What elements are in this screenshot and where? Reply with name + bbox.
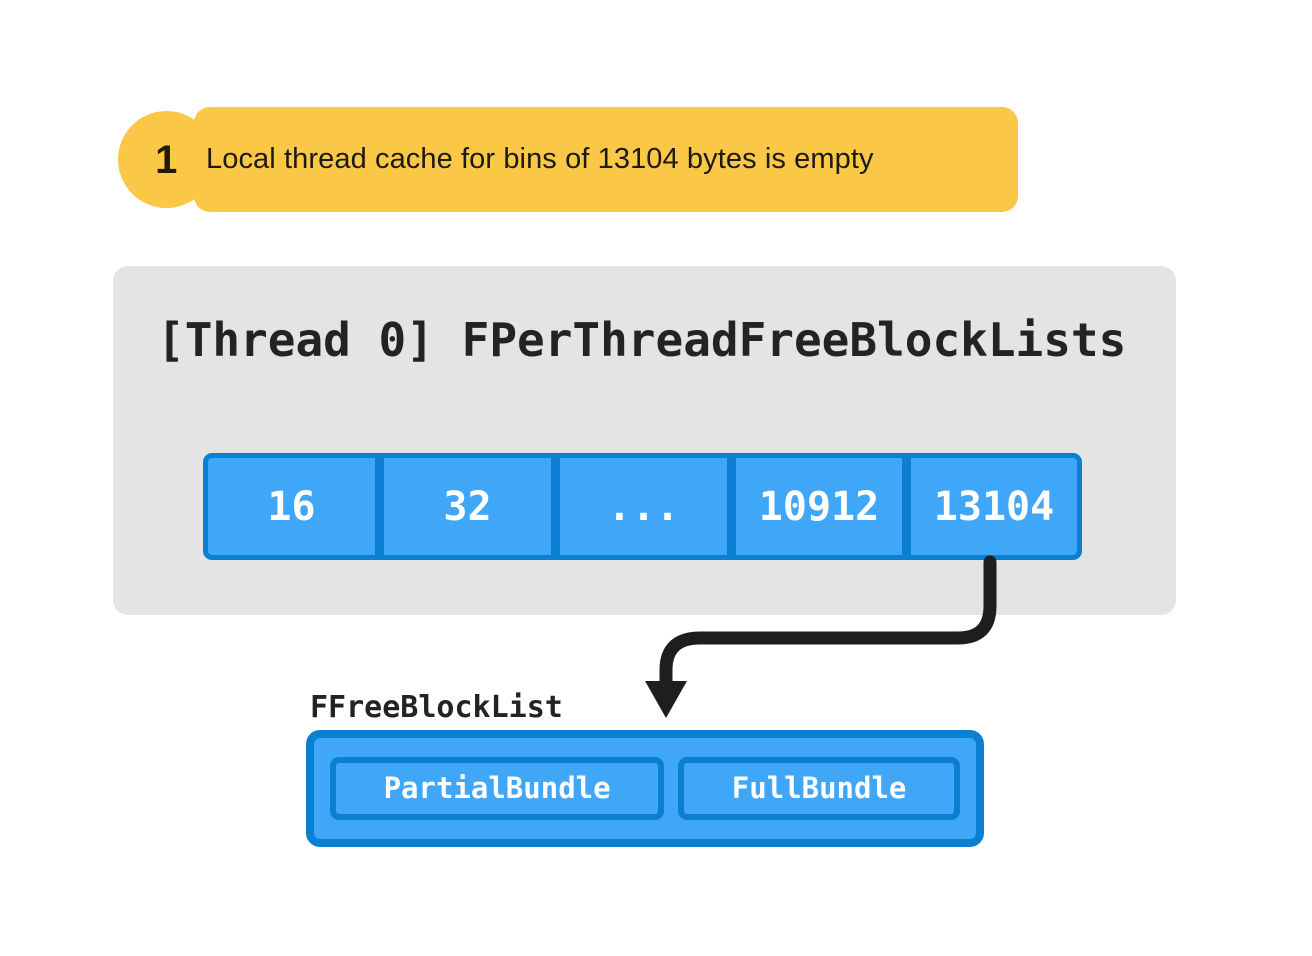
per-thread-free-block-lists-panel: [Thread 0] FPerThreadFreeBlockLists 16 32…	[113, 266, 1176, 615]
bundle-box-fullbundle[interactable]: FullBundle	[678, 757, 960, 820]
bin-cell-10912[interactable]: 10912	[731, 453, 907, 560]
step-description-label: Local thread cache for bins of 13104 byt…	[206, 143, 874, 175]
step-number-badge: 1	[118, 111, 215, 208]
bin-cell-13104[interactable]: 13104	[906, 453, 1082, 560]
step-banner-background	[194, 107, 1018, 212]
bundle-label: PartialBundle	[383, 771, 611, 805]
bin-cell-label: 16	[267, 483, 316, 530]
bin-cell-ellipsisellipsisellipsis[interactable]: ...	[555, 453, 732, 560]
bin-cell-label: ...	[607, 483, 680, 530]
free-block-list-box: PartialBundle FullBundle	[306, 730, 984, 847]
panel-title: [Thread 0] FPerThreadFreeBlockLists	[157, 313, 1127, 367]
step-number-label: 1	[155, 137, 178, 182]
bin-cell-32[interactable]: 32	[379, 453, 556, 560]
bin-cell-label: 13104	[933, 483, 1055, 530]
bin-cell-label: 10912	[758, 483, 880, 530]
bundle-box-partialbundle[interactable]: PartialBundle	[330, 757, 665, 820]
bin-cell-label: 32	[443, 483, 492, 530]
bundle-label: FullBundle	[731, 771, 907, 805]
bin-cell-16[interactable]: 16	[203, 453, 380, 560]
bin-size-cell-strip: 16 32... 10912 13104	[203, 453, 1082, 560]
free-block-list-label: FFreeBlockList	[310, 690, 563, 725]
